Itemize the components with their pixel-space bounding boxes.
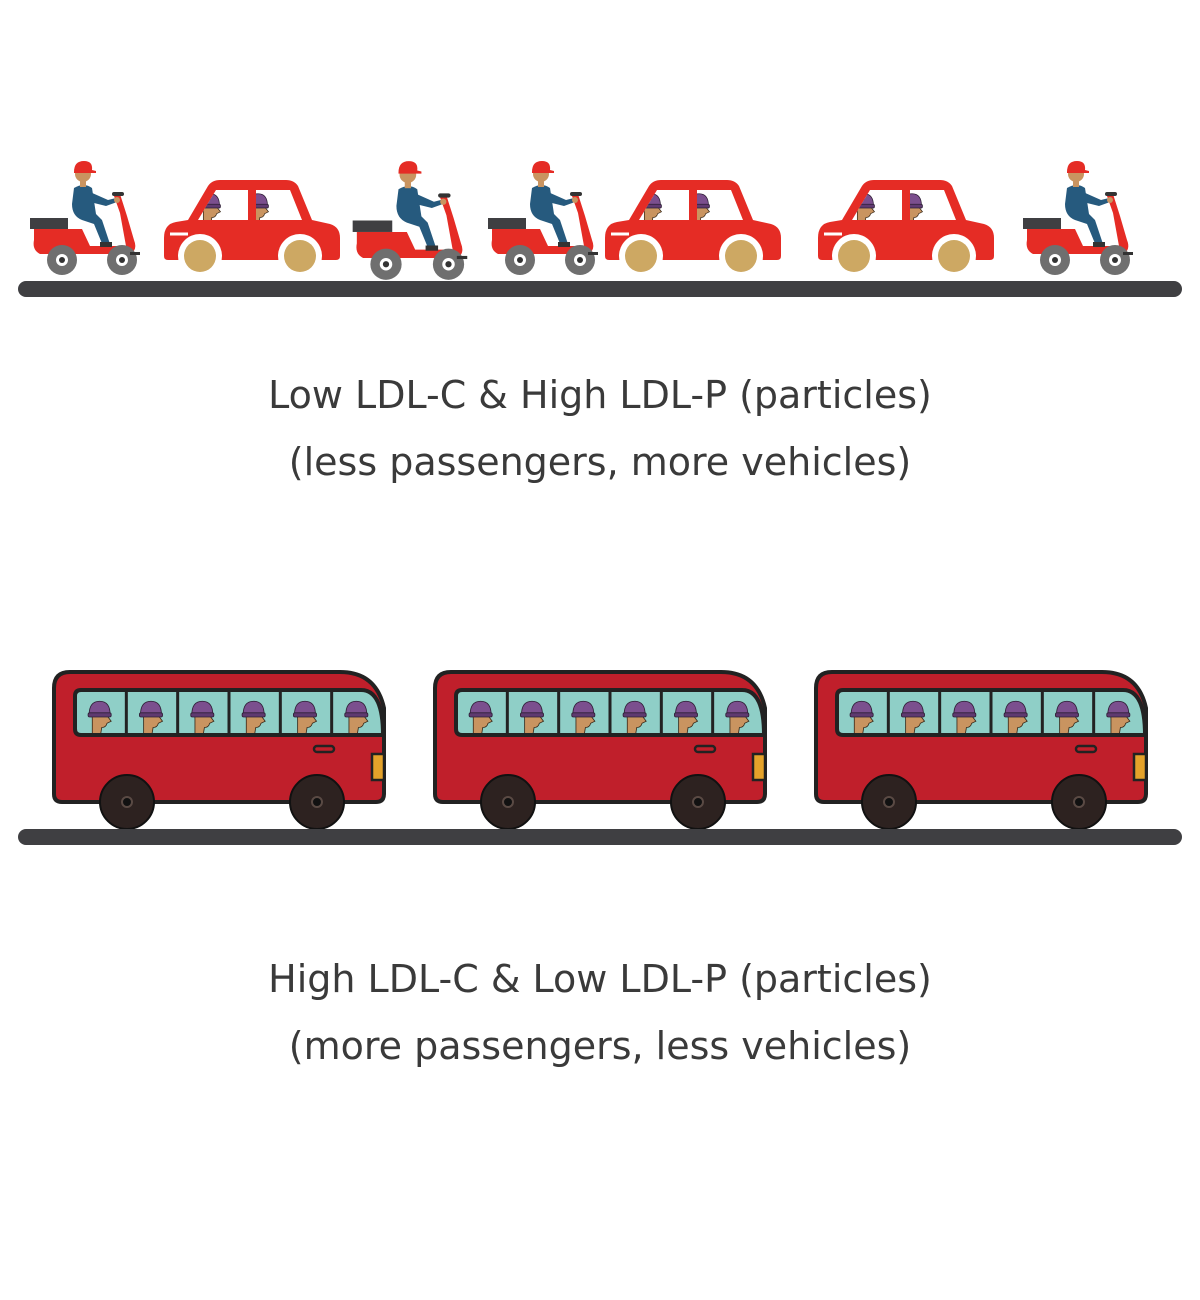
scooter-with-rider-2 xyxy=(352,161,468,280)
caption-top: Low LDL-C & High LDL-P (particles) (less… xyxy=(0,362,1200,496)
scooter-with-rider-1 xyxy=(30,161,140,275)
bus-full-of-passengers-1 xyxy=(52,670,386,830)
car-two-passengers-1 xyxy=(164,180,340,278)
road-bottom xyxy=(18,829,1182,845)
scooter-with-rider-4 xyxy=(1023,161,1133,275)
caption-bottom: High LDL-C & Low LDL-P (particles) (more… xyxy=(0,946,1200,1080)
caption-bottom-line1: High LDL-C & Low LDL-P (particles) xyxy=(268,957,932,1001)
car-two-passengers-3 xyxy=(818,180,994,278)
car-two-passengers-2 xyxy=(605,180,781,278)
bus-full-of-passengers-2 xyxy=(433,670,767,830)
scooter-with-rider-3 xyxy=(488,161,598,275)
bus-full-of-passengers-3 xyxy=(814,670,1148,830)
caption-bottom-line2: (more passengers, less vehicles) xyxy=(288,1024,912,1068)
caption-top-line2: (less passengers, more vehicles) xyxy=(288,440,912,484)
road-top xyxy=(18,281,1182,297)
caption-top-line1: Low LDL-C & High LDL-P (particles) xyxy=(268,373,932,417)
